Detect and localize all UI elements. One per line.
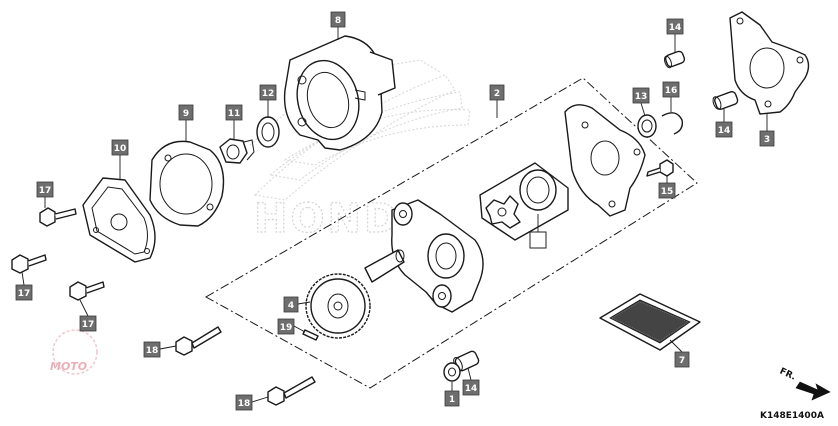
oil-screen-part-7 [599,293,701,351]
long-bolt-part-18-b [267,376,316,406]
o-ring-part-13 [637,114,657,138]
callout-11-label: 11 [228,109,241,119]
callout-16: 16 [662,81,680,98]
callout-8: 8 [330,11,346,28]
callout-15-label: 15 [661,187,674,197]
pump-housing-part-8 [283,35,396,151]
long-bolt-part-18-a [175,326,222,356]
callout-15: 15 [658,182,676,199]
callout-1-label: 1 [449,395,455,405]
callout-14-bottom: 14 [462,379,480,396]
pump-body [391,199,484,313]
bolt-part-17-b [11,254,47,274]
cover-plate-part-10 [82,177,156,263]
dowel-pin-part-14-a [664,50,686,69]
callout-18-top: 18 [143,341,161,358]
pump-shaft [364,249,405,283]
callout-10-label: 10 [114,144,127,154]
callout-14-top: 14 [666,18,684,35]
callout-18-bottom: 18 [235,394,253,411]
callout-4: 4 [283,296,299,313]
flange-nut-part-11 [219,138,255,164]
callout-9-label: 9 [183,109,189,119]
callout-2: 2 [489,84,505,101]
callout-7: 7 [674,351,690,368]
o-ring-part-12 [256,116,280,148]
callout-1: 1 [444,390,460,407]
front-direction-label: FR. [778,367,797,383]
callout-14-right-label: 14 [718,126,731,136]
callout-19: 19 [277,318,295,335]
pump-rear-plate [564,104,646,217]
callout-13-label: 13 [635,92,648,102]
callout-9: 9 [178,104,194,121]
callout-14-top-label: 14 [669,23,682,33]
front-direction-indicator: FR. [778,367,831,401]
front-arrow-icon [795,381,831,401]
callout-8-label: 8 [335,16,341,26]
pin-part-19 [302,329,319,341]
bolt-part-17-c [69,281,105,301]
callout-14-right: 14 [715,121,733,138]
bolt-part-15 [646,159,674,177]
gasket-part-9 [149,140,225,227]
callout-12: 12 [259,84,277,101]
callout-12-label: 12 [262,89,275,99]
callout-11: 11 [225,104,243,121]
leader-lines [21,26,768,403]
callout-4-label: 4 [288,301,294,311]
callout-2-label: 2 [494,89,500,99]
callout-17-mid-label: 17 [18,289,31,299]
callout-19-label: 19 [280,323,293,333]
callout-18-bottom-label: 18 [238,399,251,409]
dowel-pin-part-14-b [712,91,739,110]
callout-18-top-label: 18 [146,346,159,356]
washer-part-1 [443,362,461,382]
callout-3: 3 [759,130,775,147]
driven-gear-part-4 [305,273,371,339]
moto-site-watermark: MOTO [50,329,98,375]
pump-rotor-set [479,162,569,241]
diagram-code: K148E1400A [760,411,824,421]
callout-13: 13 [632,87,650,104]
callout-7-label: 7 [679,356,685,366]
gasket-part-3 [729,11,810,115]
callout-17-top-label: 17 [39,186,52,196]
callout-16-label: 16 [665,86,678,96]
callout-17-bottom: 17 [79,315,97,332]
callout-3-label: 3 [764,135,770,145]
dowel-pin-part-14-c [453,350,480,372]
callout-14-bottom-label: 14 [465,384,478,394]
circlip-part-16 [661,112,684,135]
bolt-part-17-a [39,207,77,227]
callout-17-top: 17 [36,181,54,198]
callout-17-mid: 17 [15,284,33,301]
moto-watermark-text: MOTO [50,360,87,373]
callout-10: 10 [111,139,129,156]
callout-17-bottom-label: 17 [82,320,95,330]
callout-blank [529,231,547,249]
assembly-boundary [204,77,698,389]
